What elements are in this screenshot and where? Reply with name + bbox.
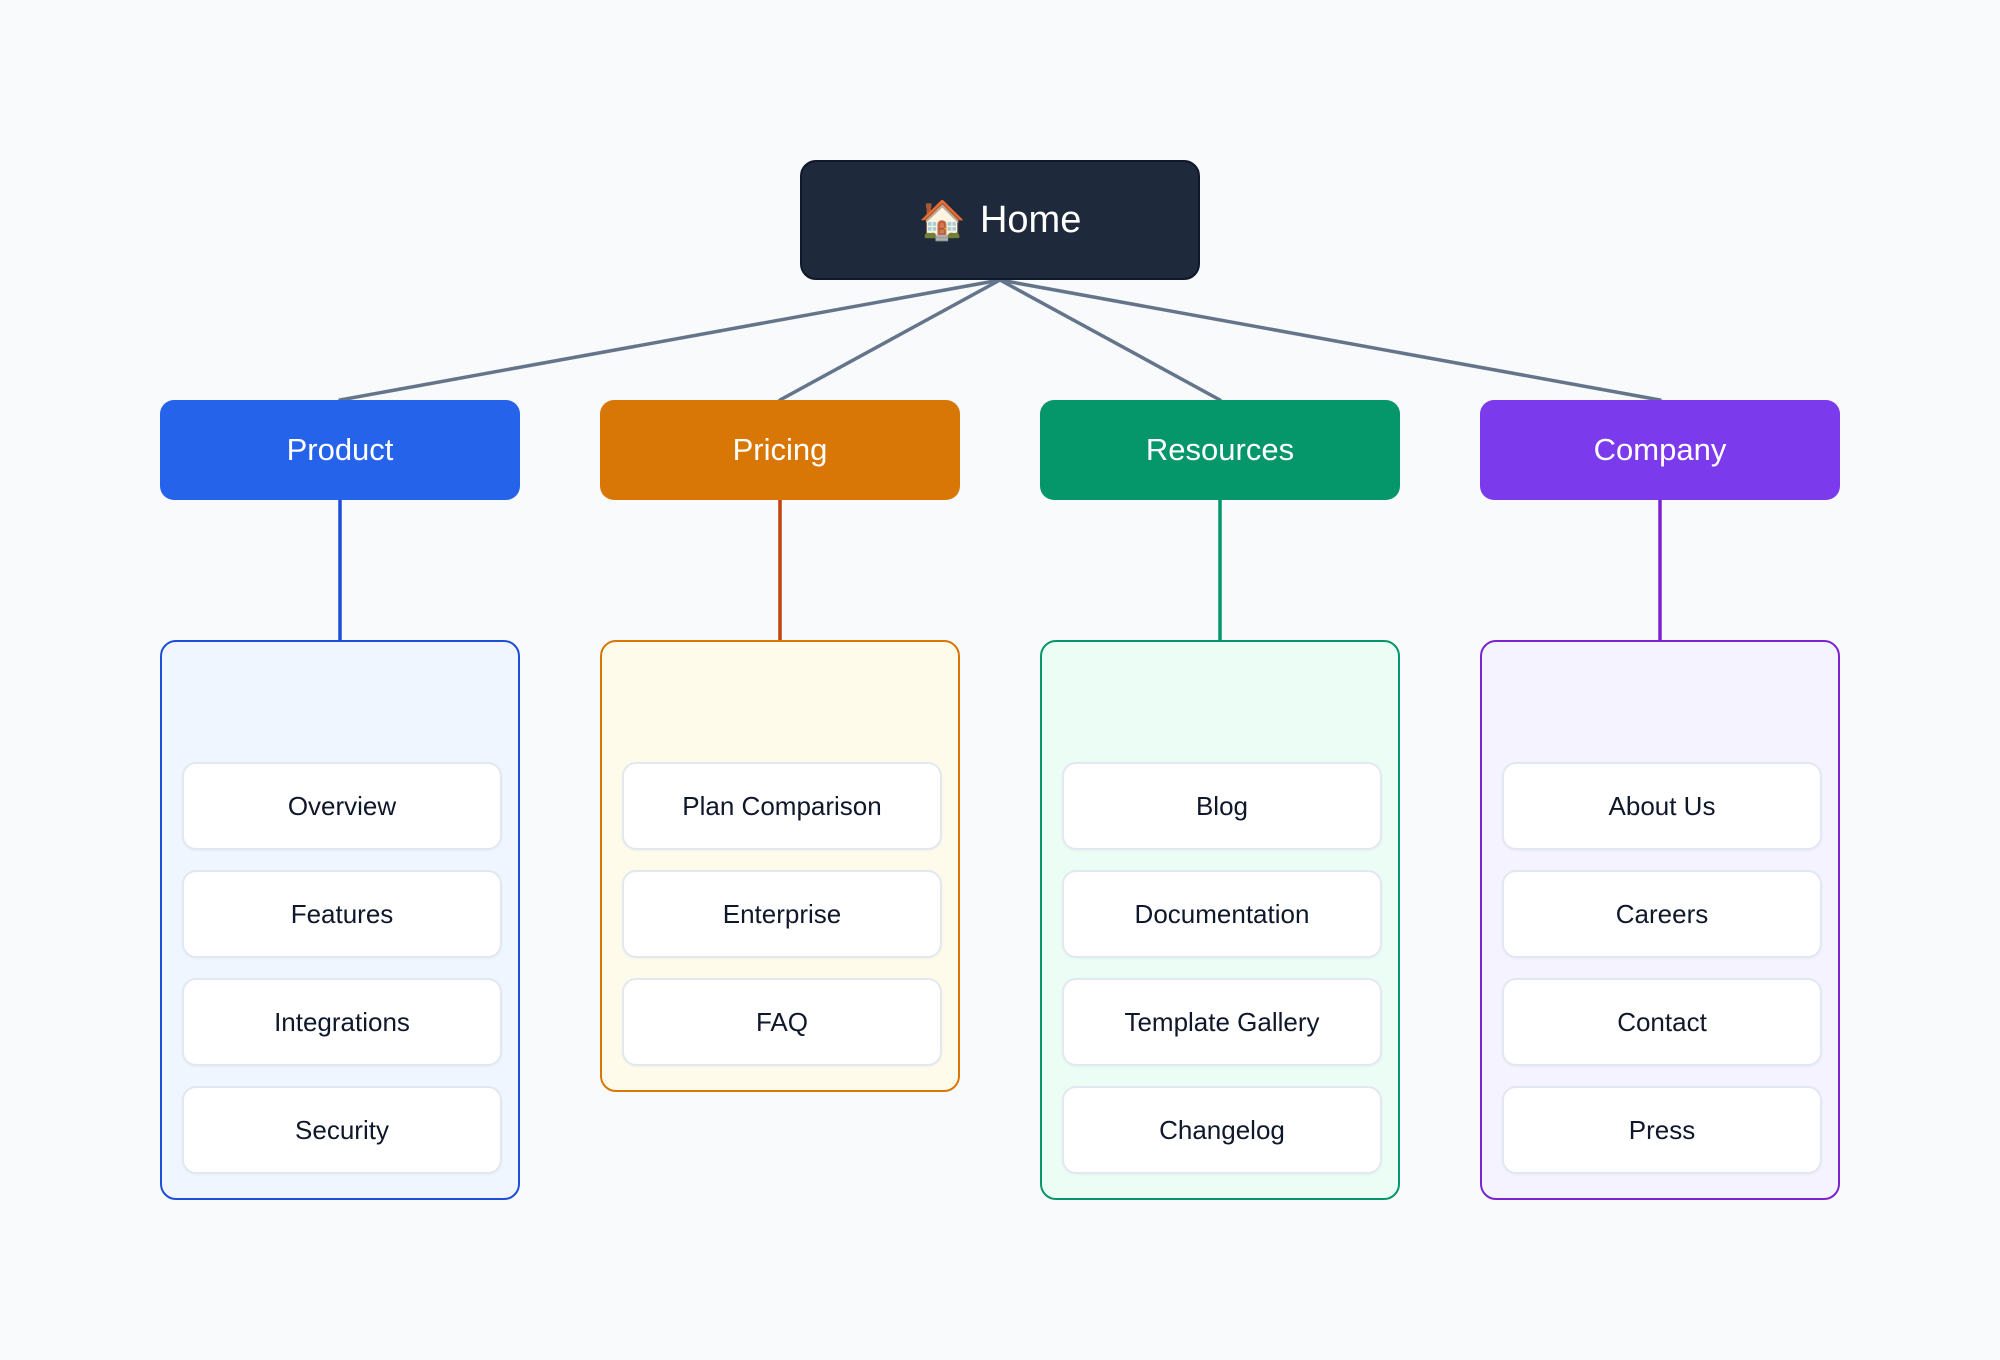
page-documentation[interactable]: Documentation: [1062, 870, 1382, 958]
page-about-us[interactable]: About Us: [1502, 762, 1822, 850]
category-label-pricing: Pricing: [732, 432, 828, 467]
connector-home-product: [338, 278, 1002, 402]
connector-home-resources: [998, 278, 1222, 402]
category-label-product: Product: [286, 432, 394, 467]
category-resources[interactable]: Resources: [1040, 400, 1400, 500]
connector-home-company: [998, 278, 1662, 402]
connector-home-pricing: [778, 278, 1002, 402]
page-blog[interactable]: Blog: [1062, 762, 1382, 850]
page-press[interactable]: Press: [1502, 1086, 1822, 1174]
home-node[interactable]: 🏠 Home: [800, 160, 1200, 280]
page-integrations[interactable]: Integrations: [182, 978, 502, 1066]
page-features[interactable]: Features: [182, 870, 502, 958]
category-product[interactable]: Product: [160, 400, 520, 500]
page-template-gallery[interactable]: Template Gallery: [1062, 978, 1382, 1066]
house-icon: 🏠: [918, 198, 966, 242]
page-plan-comparison[interactable]: Plan Comparison: [622, 762, 942, 850]
page-security[interactable]: Security: [182, 1086, 502, 1174]
page-enterprise[interactable]: Enterprise: [622, 870, 942, 958]
category-company[interactable]: Company: [1480, 400, 1840, 500]
page-contact[interactable]: Contact: [1502, 978, 1822, 1066]
page-careers[interactable]: Careers: [1502, 870, 1822, 958]
page-faq[interactable]: FAQ: [622, 978, 942, 1066]
home-label: Home: [979, 198, 1082, 241]
category-label-resources: Resources: [1145, 432, 1295, 467]
page-changelog[interactable]: Changelog: [1062, 1086, 1382, 1174]
category-label-company: Company: [1593, 432, 1727, 467]
page-overview[interactable]: Overview: [182, 762, 502, 850]
category-pricing[interactable]: Pricing: [600, 400, 960, 500]
